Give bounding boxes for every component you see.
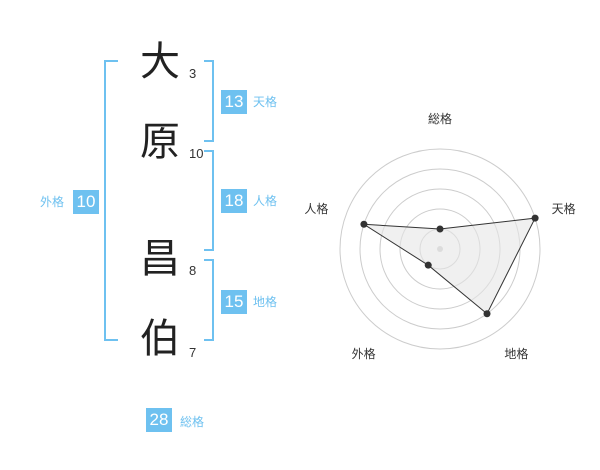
radar-point-人格	[360, 220, 368, 228]
radar-point-地格	[483, 310, 491, 318]
stroke-count-3: 8	[189, 263, 197, 278]
radar-point-天格	[531, 214, 539, 222]
radar-point-総格	[436, 225, 444, 233]
gaikaku-label: 外格	[40, 195, 65, 209]
jinkaku-label: 人格	[253, 194, 278, 208]
radar-axis-label: 地格	[504, 346, 528, 361]
chikaku-label: 地格	[253, 295, 278, 309]
tenkaku-value: 13	[221, 90, 247, 114]
radar-ring-5	[339, 148, 541, 350]
name-char-4: 伯	[140, 316, 180, 362]
gaikaku-value: 10	[73, 190, 99, 214]
chikaku-bracket	[204, 259, 214, 341]
stroke-count-1: 3	[189, 66, 197, 81]
jinkaku-value: 18	[221, 189, 247, 213]
gaikaku-bracket	[104, 60, 118, 341]
name-char-1: 大	[140, 39, 180, 85]
chikaku-value: 15	[221, 290, 247, 314]
radar-point-外格	[424, 261, 432, 269]
radar-shape	[360, 214, 539, 318]
tenkaku-bracket	[204, 60, 214, 142]
radar-axis-label: 総格	[428, 111, 452, 126]
name-char-3: 昌	[140, 236, 180, 282]
stroke-count-4: 7	[189, 345, 197, 360]
radar-axis-label: 外格	[352, 346, 376, 361]
radar-polygon	[363, 217, 536, 315]
soukaku-label: 総格	[180, 415, 205, 429]
name-char-2: 原	[140, 119, 180, 165]
jinkaku-bracket	[204, 150, 214, 251]
stroke-count-2: 10	[189, 146, 204, 161]
soukaku-value: 28	[146, 408, 172, 432]
radar-axis-label: 天格	[552, 201, 576, 216]
tenkaku-label: 天格	[253, 95, 278, 109]
radar-axis-label: 人格	[304, 201, 328, 216]
